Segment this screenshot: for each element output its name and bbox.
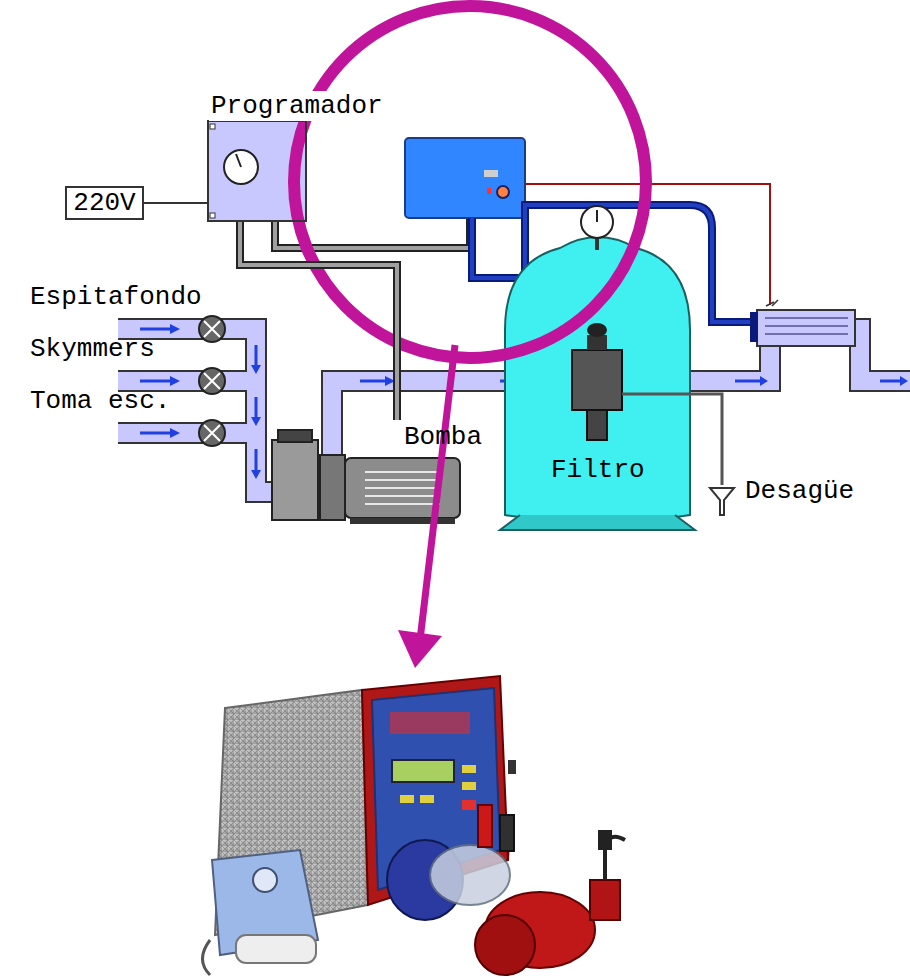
cable-gland — [508, 760, 516, 774]
node-label: Bomba — [404, 422, 482, 452]
screw — [210, 124, 215, 129]
power-line — [144, 203, 207, 204]
product-photo — [203, 676, 626, 975]
lcd-display — [392, 760, 454, 782]
controller-display — [484, 170, 498, 177]
callout-arrowhead — [398, 630, 442, 668]
controller-box — [405, 138, 525, 218]
injection-cell — [757, 310, 855, 346]
valve-knob — [587, 323, 607, 337]
valve-handle — [587, 335, 607, 350]
node-label: Programador — [209, 91, 385, 121]
cable — [240, 222, 397, 420]
controller-icon — [497, 186, 509, 198]
red-holder-cap — [590, 880, 620, 920]
sensor-head — [598, 830, 612, 850]
valve-mark — [204, 321, 220, 337]
filter-node: Filtro — [505, 245, 690, 520]
screw — [210, 213, 215, 218]
pump-head — [236, 935, 316, 963]
pump-knob — [253, 868, 277, 892]
clear-housing — [430, 845, 510, 905]
node-label: 220V — [67, 188, 142, 218]
drain-funnel — [710, 488, 734, 515]
timer-box: Programador — [207, 120, 307, 222]
pump-node: Bomba — [300, 420, 485, 522]
panel-button — [462, 800, 476, 810]
filter-base — [500, 515, 695, 530]
clock-hand — [236, 154, 241, 167]
panel-button — [462, 782, 476, 790]
pump-base — [350, 518, 455, 524]
pump-volute — [320, 455, 345, 520]
red-holder-end — [475, 915, 535, 975]
hose-fitting — [750, 312, 758, 342]
valve — [199, 316, 225, 342]
power-cable — [240, 222, 397, 420]
valves — [199, 316, 225, 446]
highlight-circle — [294, 6, 646, 358]
filter-tank — [505, 237, 690, 523]
node-label: Filtro — [551, 455, 645, 485]
probe — [500, 815, 514, 851]
valve-mark — [204, 373, 220, 389]
part-label: Desagüe — [745, 476, 854, 506]
valve-mark — [204, 425, 220, 441]
clock-dial — [224, 150, 258, 184]
part-label: Toma esc. — [30, 386, 170, 416]
pressure-gauge — [581, 206, 613, 238]
valve — [199, 420, 225, 446]
multiport-valve — [572, 350, 622, 410]
cable-outline — [240, 222, 397, 420]
gauge-needle — [596, 210, 598, 222]
valve — [199, 368, 225, 394]
panel-button — [400, 795, 414, 803]
power-box: 220V — [65, 186, 144, 220]
sensor-tip — [766, 300, 778, 306]
pump-lid — [278, 430, 312, 442]
callout-arrow — [420, 345, 455, 640]
part-label: Espitafondo — [30, 282, 202, 312]
pump-strainer — [272, 440, 318, 520]
pump-cable — [203, 940, 211, 975]
panel-button — [420, 795, 434, 803]
probe — [478, 805, 492, 847]
panel-button — [462, 765, 476, 773]
wire — [144, 202, 207, 204]
valve-stem — [587, 410, 607, 440]
controller-led — [487, 188, 491, 194]
part-label: Skymmers — [30, 334, 155, 364]
motor-fins — [365, 472, 440, 504]
cell-lines — [765, 318, 848, 334]
panel-logo — [390, 712, 470, 734]
